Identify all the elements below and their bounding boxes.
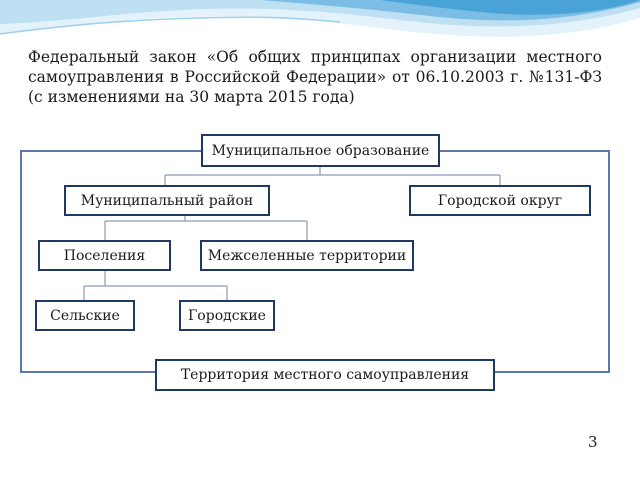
rural-label: Сельские: [50, 307, 120, 324]
municipal-district-label: Муниципальный район: [80, 192, 254, 209]
municipal-district-box: Муниципальный район: [64, 185, 270, 216]
urban-box: Городские: [179, 300, 275, 331]
municipal-formation-box: Муниципальное образование: [201, 134, 440, 167]
territory-label: Территория местного самоуправления: [180, 367, 470, 383]
city-district-box: Городской округ: [409, 185, 591, 216]
inter-settlement-box: Межселенные территории: [200, 240, 414, 271]
header-wave-decoration: [0, 0, 640, 37]
municipal-formation-label: Муниципальное образование: [211, 142, 430, 159]
settlements-box: Поселения: [38, 240, 171, 271]
slide-title: Федеральный закон «Об общих принципах ор…: [28, 48, 602, 106]
territory-box: Территория местного самоуправления: [155, 359, 495, 391]
rural-box: Сельские: [35, 300, 135, 331]
urban-label: Городские: [188, 307, 266, 324]
page-number: 3: [588, 433, 598, 451]
city-district-label: Городской округ: [437, 192, 563, 209]
settlements-label: Поселения: [63, 247, 146, 264]
inter-settlement-label: Межселенные территории: [207, 247, 407, 264]
